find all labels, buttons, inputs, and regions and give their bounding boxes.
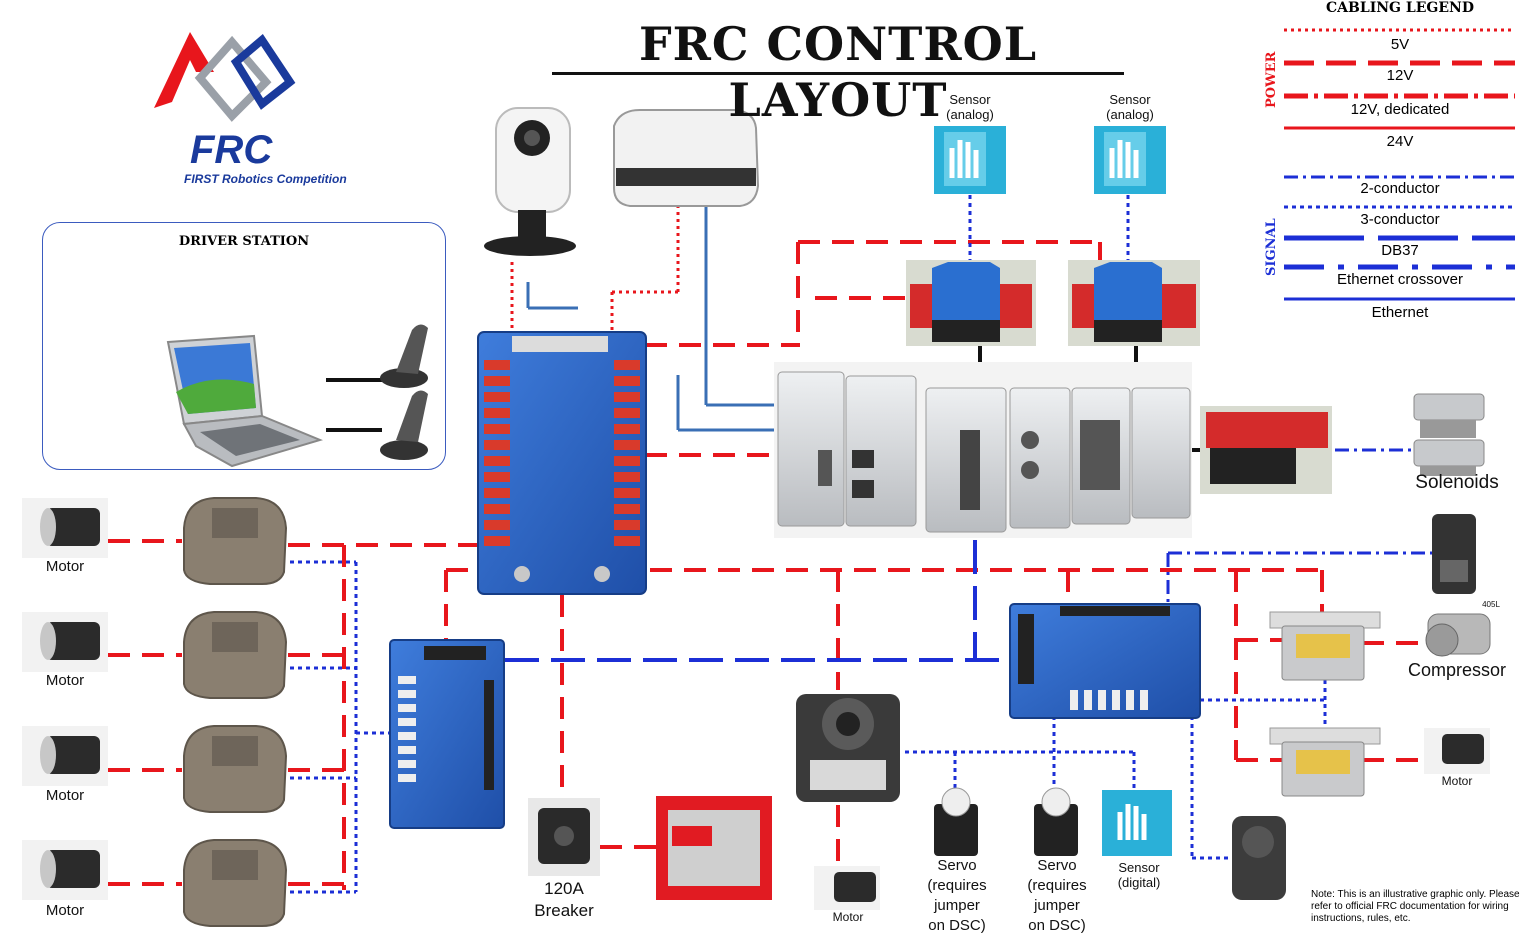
joystick-icon [380, 324, 428, 388]
signal-wires-dashdot [1166, 448, 1435, 605]
legend-lines [1284, 28, 1515, 301]
speed-controller-icon [183, 611, 288, 699]
legend-title: CABLING LEGEND [1326, 0, 1474, 16]
legend-item: 3-conductor [1360, 211, 1440, 228]
db37-wires [505, 540, 1010, 662]
legend-item: 12V, dedicated [1350, 101, 1450, 118]
solenoid-valve-icon [1413, 393, 1485, 476]
speed-controller-icon [183, 839, 288, 927]
servo-icon [1034, 787, 1078, 856]
sensor-analog-label: Sensor (analog) [1106, 92, 1154, 122]
pressure-switch-label: 405L [1482, 600, 1500, 609]
spike-relay-icon [1269, 727, 1381, 797]
legend-item: 2-conductor [1360, 180, 1440, 197]
legend-item: 5V [1390, 36, 1410, 53]
disclaimer-note: Note: This is an illustrative graphic on… [1311, 889, 1520, 924]
sensor-digital-icon [1102, 790, 1172, 856]
analog-breakout-icon [906, 260, 1036, 346]
logo-subtitle: FIRST Robotics Competition [184, 172, 347, 186]
motor-label: Motor [45, 902, 85, 919]
pressure-switch-icon [1432, 514, 1476, 594]
motor-label: Motor [832, 910, 864, 924]
victor-speed-controller-icon [796, 694, 900, 802]
servo-label: Servo (requires jumper on DSC) [927, 857, 987, 934]
crio-controller-icon [774, 362, 1192, 538]
motor-icon [22, 840, 108, 900]
legend-item: DB37 [1381, 242, 1419, 259]
frc-logo-icon [154, 32, 296, 122]
spike-relay-icon [1269, 611, 1381, 681]
motor-icon [1424, 728, 1490, 774]
sensor-analog-icon [1094, 126, 1166, 194]
motor-label: Motor [45, 787, 85, 804]
servo-icon [934, 787, 978, 856]
speed-controller-icon [183, 497, 288, 585]
driver-station-panel [42, 222, 446, 470]
solenoid-breakout-icon [1200, 406, 1332, 494]
power-wire-5v [510, 205, 680, 330]
motor-label: Motor [45, 558, 85, 575]
signal-wires [290, 195, 1327, 894]
laptop-icon [166, 334, 323, 468]
legend-item: 12V [1386, 67, 1414, 84]
motor-icon [22, 612, 108, 672]
circuit-breaker-icon [528, 798, 600, 876]
motor-icon [22, 498, 108, 558]
legend-power-label: POWER [1264, 51, 1279, 108]
power-distribution-board-icon [477, 331, 647, 595]
motor-icon [22, 726, 108, 786]
joystick-icon [380, 390, 428, 460]
compressor-icon [1425, 613, 1491, 657]
motor-label: Motor [45, 672, 85, 689]
breaker-label: 120A Breaker [534, 879, 594, 920]
legend-item: Ethernet crossover [1337, 271, 1463, 288]
logo-text: FRC [190, 128, 273, 172]
legend-item: Ethernet [1371, 304, 1429, 321]
motor-icon [814, 866, 880, 910]
driver-station-title: DRIVER STATION [178, 234, 310, 249]
servo-label: Servo (requires jumper on DSC) [1027, 857, 1087, 934]
speed-controller-icon [183, 725, 288, 813]
solenoids-label: Solenoids [1415, 472, 1499, 493]
sensor-analog-icon [934, 126, 1006, 194]
page-title: FRC CONTROL LAYOUT [552, 16, 1124, 127]
motor-label: Motor [1441, 774, 1473, 788]
battery-icon [656, 796, 772, 900]
gear-sensor-icon [1232, 816, 1286, 900]
sensor-analog-label: Sensor (analog) [946, 92, 994, 122]
compressor-label: Compressor [1407, 660, 1507, 680]
sensor-digital-label: Sensor (digital) [1117, 860, 1161, 890]
legend-signal-label: SIGNAL [1264, 218, 1279, 276]
black-wires [326, 346, 1202, 452]
wireless-router-icon [613, 109, 760, 207]
analog-breakout-icon [1068, 260, 1200, 346]
sidecar-board-icon [389, 639, 505, 829]
legend-item: 24V [1386, 133, 1414, 150]
digital-sidecar-icon [1009, 603, 1201, 719]
camera-icon [484, 107, 576, 256]
